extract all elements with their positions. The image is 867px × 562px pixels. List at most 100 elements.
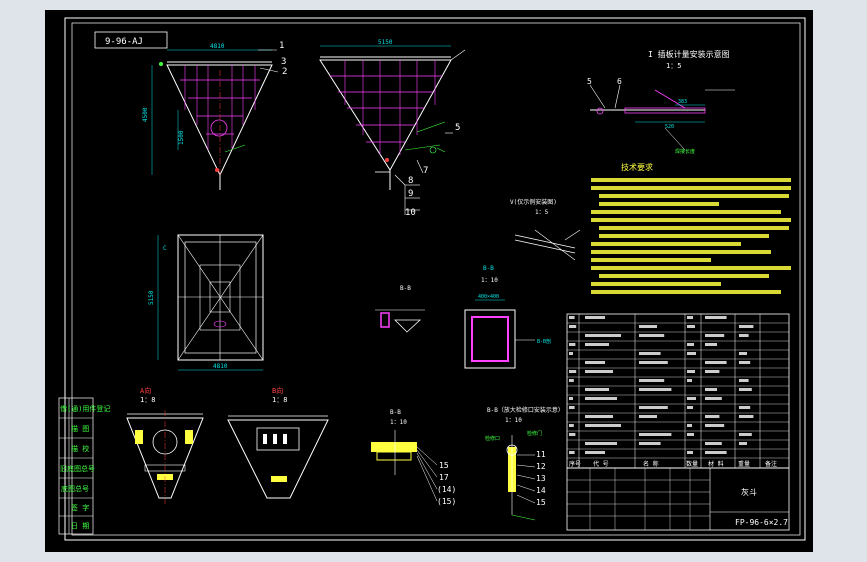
bom-cell-glyphs [687,352,696,355]
bom-cell-glyphs [585,442,617,445]
svg-text:6: 6 [617,77,622,86]
svg-text:B-B剖: B-B剖 [537,338,551,345]
svg-text:焊接长度: 焊接长度 [675,148,695,155]
flange-detail: B-B 1：10 400×400 B-B剖 [464,265,551,369]
svg-text:520: 520 [665,124,674,130]
balloon-1: 1 [279,41,284,51]
svg-text:15: 15 [439,461,449,470]
bom-cell-glyphs [569,370,577,373]
section-a-view [126,410,204,505]
stamp-0: 借(通)用件登记 [60,404,110,413]
bom-cell-glyphs [585,451,605,454]
svg-text:重量: 重量 [738,460,750,468]
svg-text:400×400: 400×400 [478,294,499,300]
bom-cell-glyphs [585,343,609,346]
bom-cell-glyphs [705,334,725,337]
bom-cell-glyphs [569,316,575,319]
bom-cell-glyphs [639,415,657,418]
svg-text:代 号: 代 号 [593,460,609,468]
bom-cell-glyphs [639,325,657,328]
balloon-5: 5 [455,123,460,133]
bom-cell-glyphs [739,433,752,436]
bom-cell-glyphs [585,415,613,418]
section-b-view [227,415,329,499]
svg-text:1：10: 1：10 [481,277,498,284]
bom-cell-glyphs [739,325,754,328]
sec-a-scale: 1：8 [140,396,155,404]
bom-cell-glyphs [687,325,695,328]
side-view-balloons: 7 8 9 10 5 [394,49,466,218]
bom-cell-glyphs [569,325,577,328]
svg-text:(14): (14) [437,485,456,494]
bom-cell-glyphs [687,433,694,436]
bom-cell-glyphs [585,370,613,373]
bom-cell-glyphs [705,361,727,364]
balloon-3: 3 [281,57,286,67]
title-block: 灰斗 FP-96-6×2.7 [566,467,790,531]
svg-text:备注: 备注 [765,460,777,468]
bom-table: 序号 代 号 名 称 数量 材 料 重量 备注 [566,313,790,469]
bom-cell-glyphs [687,316,693,319]
sec-b-label: B向 [272,386,283,395]
small-detail-1: B-B [375,285,425,333]
detail-i-view: 5 6 383 520 焊接长度 [587,77,735,155]
svg-text:11: 11 [536,450,546,459]
hopper-side-view: 5150 [319,39,452,190]
svg-text:B-B（放大检修口安装示意）: B-B（放大检修口安装示意） [487,406,564,414]
svg-text:检修门: 检修门 [527,430,542,437]
bom-cell-glyphs [705,343,717,346]
svg-text:数量: 数量 [686,460,698,468]
bom-cell-glyphs [705,451,727,454]
svg-text:4500: 4500 [142,107,149,122]
svg-text:17: 17 [439,473,449,482]
stamp-1: 描 图 [71,424,89,433]
bom-cell-glyphs [639,361,668,364]
sec-b-scale: 1：8 [272,396,287,404]
bom-cell-glyphs [687,451,693,454]
outer-border [64,17,806,541]
svg-text:15: 15 [536,498,546,507]
left-stamp-column: 借(通)用件登记 描 图 描 校 旧底图总号 底图总号 签 字 日 期 [58,397,110,535]
bom-cell-glyphs [705,397,722,400]
balloon-8: 8 [408,176,413,186]
svg-text:383: 383 [678,99,687,105]
svg-text:1500: 1500 [178,130,185,145]
stamp-2: 描 校 [71,444,89,453]
bom-cell-glyphs [739,379,749,382]
svg-text:12: 12 [536,462,546,471]
bom-cell-glyphs [705,442,722,445]
bom-cell-glyphs [705,415,720,418]
balloon-9: 9 [408,189,413,199]
balloon-2: 2 [282,67,287,77]
bom-cell-glyphs [639,406,668,409]
bom-cell-glyphs [739,406,751,409]
tech-notes: 技术要求 [591,162,791,294]
bom-cell-glyphs [687,397,696,400]
bom-cell-glyphs [569,397,573,400]
svg-text:13: 13 [536,474,546,483]
code-box [94,31,168,49]
bom-cell-glyphs [585,361,605,364]
inner-border [71,22,801,536]
stamp-6: 日 期 [71,522,89,530]
svg-text:B-B: B-B [483,265,494,272]
svg-text:材 料: 材 料 [708,460,724,468]
bom-cell-glyphs [705,388,717,391]
detail-title: I 插板计量安装示意图 [648,49,730,59]
stamp-4: 底图总号 [61,484,89,493]
bom-cell-glyphs [569,451,575,454]
small-detail-2: B-B 1：10 15 17 (14) (15) [371,409,456,506]
bom-cell-glyphs [569,433,576,436]
svg-text:4810: 4810 [213,363,228,370]
bom-cell-glyphs [569,352,573,355]
svg-text:1：10: 1：10 [505,417,522,424]
svg-text:5150: 5150 [148,290,155,305]
svg-text:名 称: 名 称 [643,460,659,468]
bom-cell-glyphs [739,415,754,418]
bom-cell-glyphs [639,388,672,391]
cad-drawing-canvas: 9-96-AJ 借(通)用件登记 描 图 描 校 旧底图总号 底图总号 签 字 … [58,17,806,541]
bom-cell-glyphs [687,343,694,346]
bom-cell-glyphs [687,424,692,427]
drawing-number: FP-96-6×2.7 [735,518,788,527]
bom-cell-glyphs [569,424,574,427]
